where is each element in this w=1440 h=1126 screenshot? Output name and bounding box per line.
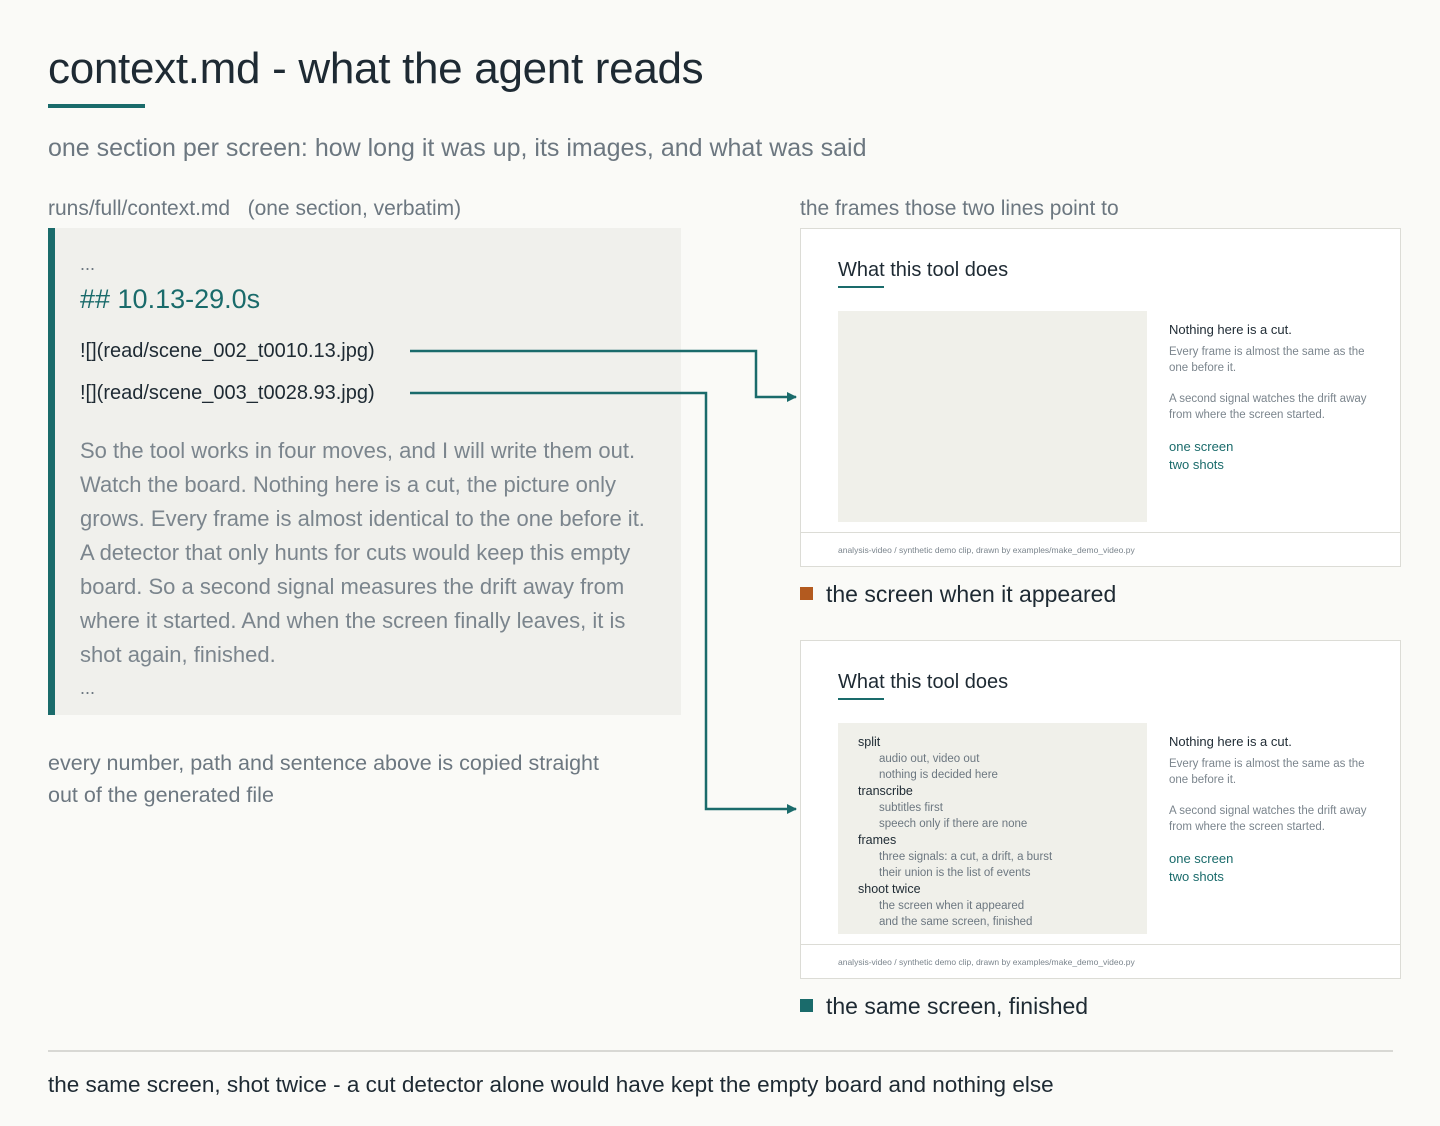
side-paragraph-2: A second signal watches the drift away f… <box>1169 393 1367 421</box>
image-ref-line-1: ![](read/scene_002_t0010.13.jpg) <box>80 340 375 362</box>
frame-footer-divider <box>801 532 1400 533</box>
board-subitem: audio out, video out <box>879 752 980 765</box>
frame-title-underline <box>838 698 884 700</box>
side-paragraph-1: Every frame is almost the same as the on… <box>1169 758 1365 786</box>
bottom-divider <box>48 1050 1393 1052</box>
side-link-two-shots: two shots <box>1169 457 1224 472</box>
board-subitem: the screen when it appeared <box>879 899 1025 912</box>
empty-board <box>838 311 1147 522</box>
frame-title: What this tool does <box>838 259 1009 281</box>
board-item-split: split <box>858 735 881 749</box>
board-subitem: three signals: a cut, a drift, a burst <box>879 850 1053 863</box>
board-subitem: nothing is decided here <box>879 768 998 781</box>
legend-label-appeared: the screen when it appeared <box>826 581 1117 607</box>
page-subtitle: one section per screen: how long it was … <box>48 134 867 162</box>
code-ellipsis-top: ... <box>80 254 96 274</box>
board-subitem: their union is the list of events <box>879 866 1031 879</box>
title-underline <box>48 104 145 108</box>
board-item-transcribe: transcribe <box>858 784 913 799</box>
frame-side-notes: Nothing here is a cut. Every frame is al… <box>1169 322 1369 474</box>
frame-title: What this tool does <box>838 671 1009 693</box>
board-item-shoot-twice: shoot twice <box>858 882 921 897</box>
frame-side-notes: Nothing here is a cut. Every frame is al… <box>1169 734 1369 886</box>
frame-screen-appeared: What this tool does Nothing here is a cu… <box>800 228 1401 567</box>
section-heading: ## 10.13-29.0s <box>80 284 261 314</box>
board-subitem: and the same screen, finished <box>879 916 1033 929</box>
image-ref-line-2: ![](read/scene_003_t0028.93.jpg) <box>80 382 375 404</box>
legend-swatch-finished <box>800 999 813 1012</box>
page-title: context.md - what the agent reads <box>48 44 704 93</box>
side-heading: Nothing here is a cut. <box>1169 734 1292 749</box>
side-paragraph-1: Every frame is almost the same as the on… <box>1169 346 1365 374</box>
frame-footer: analysis-video / synthetic demo clip, dr… <box>838 957 1135 967</box>
code-ellipsis-bottom: ... <box>80 678 96 698</box>
legend-label-finished: the same screen, finished <box>826 993 1089 1019</box>
frame-footer: analysis-video / synthetic demo clip, dr… <box>838 545 1135 555</box>
frames-caption: the frames those two lines point to <box>800 197 1119 220</box>
side-paragraph-2: A second signal watches the drift away f… <box>1169 805 1367 833</box>
board-item-frames: frames <box>858 833 897 848</box>
side-link-one-screen: one screen <box>1169 439 1234 454</box>
frame-screen-finished: What this tool does split audio out, vid… <box>800 640 1401 979</box>
filled-board: split audio out, video out nothing is de… <box>838 723 1147 934</box>
frame-title-underline <box>838 286 884 288</box>
code-panel-caption: runs/full/context.md (one section, verba… <box>48 197 462 220</box>
footnote: every number, path and sentence above is… <box>48 751 599 807</box>
side-link-two-shots: two shots <box>1169 869 1224 884</box>
frame-footer-divider <box>801 944 1400 945</box>
side-link-one-screen: one screen <box>1169 851 1234 866</box>
board-subitem: subtitles first <box>879 801 943 814</box>
transcript-text: So the tool works in four moves, and I w… <box>80 438 645 667</box>
legend-swatch-appeared <box>800 587 813 600</box>
board-subitem: speech only if there are none <box>879 817 1028 830</box>
bottom-note: the same screen, shot twice - a cut dete… <box>48 1072 1054 1097</box>
side-heading: Nothing here is a cut. <box>1169 322 1292 337</box>
